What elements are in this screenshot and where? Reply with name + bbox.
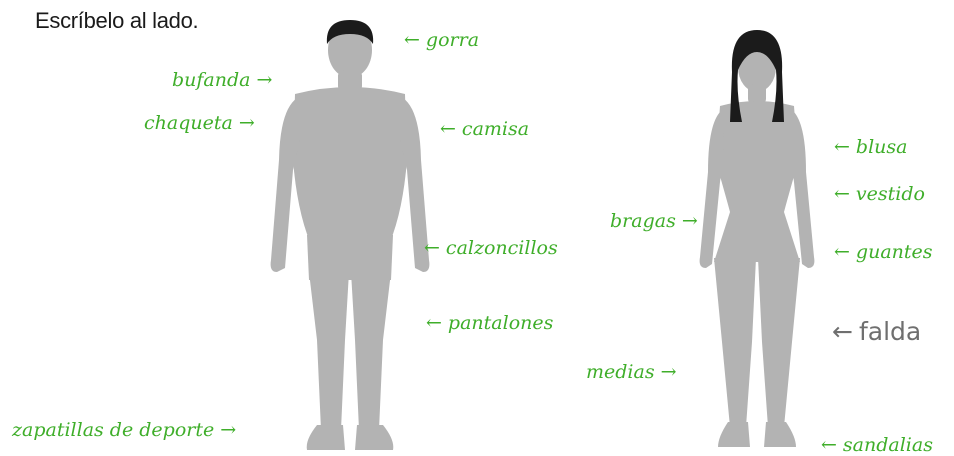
label-falda-example: ←falda [826, 321, 921, 343]
instruction-text: Escríbelo al lado. [35, 8, 198, 34]
arrow-left-icon: ← [834, 183, 850, 205]
label-sandalias: ←sandalias [815, 434, 933, 456]
arrow-right-icon: → [239, 112, 255, 134]
label-vestido: ←vestido [828, 183, 925, 205]
arrow-left-icon: ← [424, 237, 440, 259]
label-zapatillas: zapatillas de deporte→ [12, 419, 242, 441]
label-calzoncillos: ←calzoncillos [418, 237, 558, 259]
arrow-right-icon: → [257, 69, 273, 91]
arrow-right-icon: → [220, 419, 236, 441]
male-figure-illustration [255, 10, 445, 456]
arrow-left-icon: ← [821, 434, 837, 456]
arrow-right-icon: → [682, 210, 698, 232]
label-camisa: ←camisa [434, 118, 529, 140]
female-figure-illustration [672, 22, 842, 452]
label-bragas: bragas→ [610, 210, 704, 232]
label-blusa: ←blusa [828, 136, 907, 158]
label-bufanda: bufanda→ [172, 69, 278, 91]
arrow-left-icon: ← [440, 118, 456, 140]
label-medias: medias→ [586, 361, 683, 383]
arrow-left-icon: ← [834, 241, 850, 263]
label-guantes: ←guantes [828, 241, 933, 263]
arrow-left-icon: ← [832, 321, 853, 343]
arrow-left-icon: ← [834, 136, 850, 158]
arrow-left-icon: ← [404, 29, 420, 51]
label-gorra: ←gorra [398, 29, 479, 51]
label-chaqueta: chaqueta→ [144, 112, 261, 134]
label-pantalones: ←pantalones [420, 312, 553, 334]
arrow-right-icon: → [661, 361, 677, 383]
arrow-left-icon: ← [426, 312, 442, 334]
